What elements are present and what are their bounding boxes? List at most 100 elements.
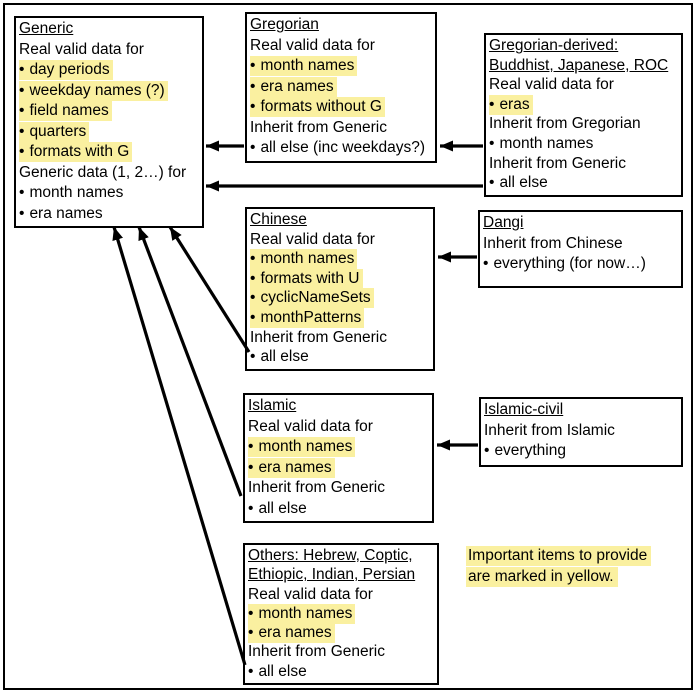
- highlighted-text: •eras: [489, 94, 533, 115]
- box-title-text: Chinese: [250, 211, 307, 228]
- line-text: Inherit from Generic: [248, 643, 385, 661]
- plain-text: Inherit from Generic: [250, 119, 387, 136]
- box-gregorian-derived-line: Real valid data for: [489, 75, 678, 95]
- bullet-glyph: •: [248, 604, 254, 622]
- box-generic-line: Generic data (1, 2…) for: [19, 163, 199, 184]
- highlighted-text: •weekday names (?): [19, 80, 168, 101]
- line-text: Inherit from Gregorian: [489, 115, 641, 133]
- bullet-glyph: •: [19, 102, 25, 119]
- line-text: all else: [260, 348, 309, 366]
- box-others-line: Ethiopic, Indian, Persian: [248, 565, 434, 584]
- outer-border: [3, 3, 693, 690]
- bullet-glyph: •: [250, 98, 256, 115]
- line-text: everything (for now…): [493, 255, 646, 272]
- bullet-glyph: •: [248, 438, 254, 455]
- box-islamic-line: •era names: [248, 457, 429, 479]
- box-gregorian-line: Gregorian: [250, 15, 432, 36]
- box-others-line: Real valid data for: [248, 585, 434, 604]
- box-dangi-line: Inherit from Chinese: [483, 234, 678, 255]
- plain-text: Islamic-civil: [484, 401, 563, 418]
- box-title-text: Gregorian: [250, 16, 319, 33]
- bullet-glyph: •: [248, 662, 254, 680]
- line-text: formats without G: [260, 98, 382, 115]
- plain-text: •month names: [489, 135, 593, 152]
- plain-text: Real valid data for: [248, 418, 373, 435]
- box-gregorian-line: •era names: [250, 76, 432, 98]
- line-text: cyclicNameSets: [260, 289, 371, 307]
- box-others-line: Inherit from Generic: [248, 642, 434, 661]
- line-text: era names: [29, 204, 103, 222]
- plain-text: Chinese: [250, 211, 307, 228]
- plain-text: Inherit from Generic: [248, 479, 385, 496]
- box-gregorian-derived-line: Buddhist, Japanese, ROC: [489, 56, 678, 76]
- box-gregorian-line: •month names: [250, 56, 432, 77]
- bullet-glyph: •: [19, 143, 25, 160]
- plain-text: Inherit from Chinese: [483, 235, 623, 252]
- bullet-glyph: •: [489, 134, 495, 152]
- highlighted-text: •month names: [250, 56, 358, 76]
- box-gregorian-line: Real valid data for: [250, 36, 432, 57]
- line-text: Real valid data for: [248, 585, 373, 603]
- line-text: Inherit from Generic: [250, 118, 387, 136]
- plain-text: •era names: [19, 205, 103, 222]
- highlighted-text: are marked in yellow.: [466, 567, 618, 587]
- bullet-glyph: •: [489, 174, 495, 192]
- highlighted-text: •field names: [19, 101, 112, 121]
- bullet-glyph: •: [19, 204, 25, 222]
- box-dangi-line: •everything (for now…): [483, 254, 678, 275]
- bullet-glyph: •: [248, 458, 254, 476]
- line-text: monthPatterns: [260, 308, 362, 326]
- box-gregorian-derived-line: •all else: [489, 173, 678, 193]
- line-text: month names: [260, 57, 355, 74]
- line-text: all else (inc weekdays?): [260, 139, 425, 156]
- plain-text: •everything (for now…): [483, 255, 646, 272]
- box-generic-line: •day periods: [19, 60, 199, 81]
- bullet-glyph: •: [250, 269, 256, 287]
- bullet-glyph: •: [484, 442, 490, 459]
- line-text: era names: [260, 77, 334, 95]
- line-text: Real valid data for: [250, 36, 375, 54]
- line-text: era names: [258, 458, 332, 476]
- box-chinese-line: Real valid data for: [250, 230, 430, 250]
- box-islamic-line: Inherit from Generic: [248, 478, 429, 499]
- bullet-glyph: •: [483, 255, 489, 272]
- highlighted-text: •formats without G: [250, 97, 385, 117]
- plain-text: Dangi: [483, 214, 524, 231]
- box-generic-line: Generic: [19, 19, 199, 40]
- plain-text: •all else: [248, 663, 307, 680]
- box-gregorian-derived: Gregorian-derived:Buddhist, Japanese, RO…: [484, 33, 683, 197]
- line-text: field names: [29, 102, 109, 119]
- plain-text: •all else: [489, 174, 548, 191]
- box-islamic-line: Islamic: [248, 396, 429, 417]
- bullet-glyph: •: [248, 499, 254, 517]
- note-line: are marked in yellow.: [466, 566, 651, 587]
- plain-text: •all else (inc weekdays?): [250, 139, 425, 156]
- plain-text: Real valid data for: [250, 37, 375, 54]
- box-generic-line: •month names: [19, 183, 199, 204]
- box-chinese-line: •all else: [250, 347, 430, 367]
- line-text: month names: [499, 134, 594, 152]
- plain-text: •everything: [484, 442, 566, 459]
- box-title-text: Islamic: [248, 397, 297, 414]
- box-others-line: •all else: [248, 662, 434, 681]
- highlighted-text: •formats with G: [19, 142, 133, 162]
- box-others-line: •era names: [248, 623, 434, 644]
- box-generic-line: •field names: [19, 101, 199, 122]
- box-gregorian-derived-line: •eras: [489, 94, 678, 115]
- box-title-text: Buddhist, Japanese, ROC: [489, 56, 669, 74]
- line-text: Real valid data for: [248, 417, 373, 435]
- highlighted-text: •day periods: [19, 60, 113, 80]
- plain-text: Gregorian: [250, 16, 319, 33]
- box-gregorian-derived-line: Inherit from Generic: [489, 154, 678, 174]
- plain-text: Ethiopic, Indian, Persian: [248, 566, 415, 583]
- box-title-text: Generic: [19, 20, 74, 37]
- plain-text: Inherit from Gregorian: [489, 115, 641, 132]
- box-title-text: Others: Hebrew, Coptic,: [248, 547, 413, 564]
- box-generic-line: •era names: [19, 204, 199, 225]
- box-islamic-line: •all else: [248, 499, 429, 520]
- plain-text: Real valid data for: [19, 41, 144, 58]
- box-islamic-civil-line: •everything: [484, 441, 678, 462]
- box-others: Others: Hebrew, Coptic, Ethiopic, Indian,…: [243, 543, 439, 686]
